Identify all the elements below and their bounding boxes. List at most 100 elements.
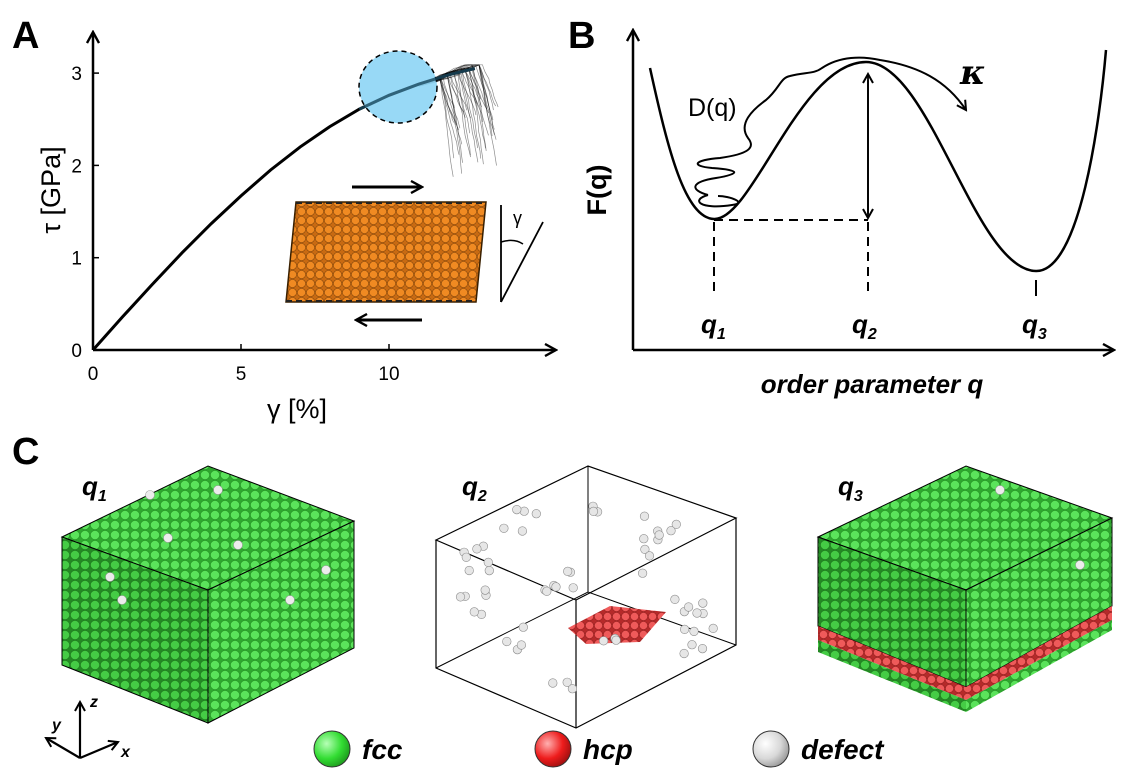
c-axis-y bbox=[46, 738, 81, 759]
a-failure-region-highlight bbox=[358, 50, 438, 124]
a-curve-through-highlight bbox=[358, 67, 476, 111]
legend-defect-swatch bbox=[752, 730, 790, 768]
c-q3-hcp-layer-side bbox=[966, 606, 1112, 700]
a-y-tick-label: 3 bbox=[71, 64, 82, 85]
b-q3-label: q3 bbox=[1022, 309, 1047, 343]
q2-defect-atom bbox=[551, 582, 561, 592]
c-q3-bottom-fcc-front bbox=[818, 640, 966, 712]
a-y-tick-label: 0 bbox=[71, 341, 82, 362]
c-q3-label: q3 bbox=[838, 471, 863, 505]
q2-defect-atom bbox=[666, 526, 676, 536]
q2-defect-atom bbox=[483, 557, 493, 568]
q2-defect-atom bbox=[519, 506, 529, 516]
legend-fcc-swatch bbox=[313, 730, 351, 768]
q2-defect-atom bbox=[517, 526, 528, 536]
q2-defect-atom bbox=[461, 552, 471, 562]
panel-c-letter: C bbox=[12, 431, 39, 473]
legend-fcc-label: fcc bbox=[362, 734, 403, 765]
q2-defect-atom bbox=[588, 506, 599, 517]
a-x-tick-label: 10 bbox=[378, 364, 399, 385]
a-x-tick-label: 5 bbox=[236, 364, 247, 385]
a-y-tick-label: 1 bbox=[71, 249, 82, 270]
a-x-tick-label: 0 bbox=[88, 364, 99, 385]
q2-defect-atom bbox=[708, 623, 718, 634]
c-q3-bottom-fcc-side bbox=[966, 620, 1112, 712]
b-diffusion-label: D(q) bbox=[688, 94, 737, 122]
q2-defect-atom bbox=[542, 586, 552, 596]
b-rate-label: κ bbox=[959, 53, 985, 93]
q2-defect-atom bbox=[689, 626, 699, 637]
c-q2-top-outline bbox=[434, 465, 738, 601]
q2-defect-atom bbox=[683, 602, 694, 612]
q2-defect-atom bbox=[637, 568, 648, 578]
a-y-tick-label: 2 bbox=[71, 156, 82, 177]
q2-defect-atom bbox=[568, 583, 578, 593]
q2-defect-atom bbox=[548, 678, 558, 688]
q2-defect-atom bbox=[670, 594, 680, 605]
q2-defect-atom bbox=[531, 509, 541, 519]
q2-defect-atom bbox=[671, 519, 681, 530]
q2-defect-atom bbox=[567, 684, 578, 694]
q2-defect-atom bbox=[562, 677, 572, 687]
q2-defect-atom bbox=[639, 534, 649, 544]
q2-defect-atom bbox=[611, 635, 621, 645]
q2-defect-atom bbox=[472, 544, 482, 554]
q2-defect-atom bbox=[640, 544, 650, 555]
b-y-axis-label: F(q) bbox=[582, 165, 612, 216]
panel-a-letter: A bbox=[12, 15, 39, 57]
q2-defect-atom bbox=[518, 622, 528, 632]
a-y-axis-label: τ [GPa] bbox=[36, 146, 66, 233]
b-q2-label: q2 bbox=[852, 309, 877, 343]
q2-defect-atom bbox=[469, 607, 479, 617]
c-axis-x bbox=[79, 742, 118, 760]
c-q3-defect-atoms bbox=[995, 485, 1085, 570]
q2-defect-atom bbox=[697, 643, 708, 654]
a-ticks: 0 5 10 0 1 2 3 bbox=[71, 64, 399, 385]
q2-defect-atom bbox=[480, 585, 490, 595]
q2-defect-atom bbox=[679, 648, 689, 659]
b-trajectory-path bbox=[694, 56, 966, 196]
c-box-q2: q2 bbox=[434, 465, 738, 729]
legend-hcp-label: hcp bbox=[583, 734, 633, 765]
b-trajectory-well-loop bbox=[698, 194, 740, 208]
q2-defect-atom bbox=[644, 551, 655, 561]
c-axis-x-label: x bbox=[120, 744, 131, 761]
a-inset-sheared-crystal: γ bbox=[285, 187, 544, 320]
q2-defect-atom bbox=[698, 598, 708, 608]
c-box-q1: q1 bbox=[60, 465, 356, 724]
legend-hcp-swatch bbox=[534, 730, 572, 768]
c-q1-side-face bbox=[207, 520, 355, 724]
a-angle-arc bbox=[500, 239, 524, 245]
b-q1-label: q1 bbox=[701, 309, 726, 343]
c-q1-defect-atoms bbox=[105, 485, 331, 605]
c-q2-label: q2 bbox=[462, 471, 487, 505]
q2-defect-atom bbox=[654, 530, 664, 540]
c-q2-defect-atoms bbox=[455, 501, 718, 694]
c-axes-triad: z x y bbox=[46, 694, 131, 761]
q2-defect-atom bbox=[455, 592, 466, 602]
c-q2-hcp-nucleus bbox=[568, 606, 666, 644]
c-box-q3: q3 bbox=[816, 465, 1114, 712]
q2-defect-atom bbox=[484, 565, 494, 576]
q2-defect-atom bbox=[502, 636, 512, 647]
c-q1-label: q1 bbox=[82, 471, 107, 505]
legend-defect-label: defect bbox=[801, 734, 885, 765]
q2-defect-atom bbox=[516, 640, 527, 650]
panel-b-letter: B bbox=[568, 15, 595, 57]
q2-defect-atom bbox=[598, 636, 609, 646]
q2-defect-atom bbox=[563, 566, 573, 577]
q2-defect-atom bbox=[687, 640, 697, 650]
q2-defect-atom bbox=[692, 608, 702, 618]
b-x-axis-label: order parameter q bbox=[761, 369, 984, 399]
panel-a: A 0 5 10 0 1 2 3 τ [GPa] γ [%] γ bbox=[12, 15, 556, 424]
a-x-axis-label: γ [%] bbox=[267, 394, 327, 424]
q2-defect-atom bbox=[464, 565, 474, 576]
q2-defect-atom bbox=[499, 523, 509, 533]
a-angle-label: γ bbox=[513, 208, 522, 228]
b-free-energy-curve bbox=[648, 49, 1108, 273]
q2-defect-atom bbox=[639, 511, 650, 521]
c-axis-z-label: z bbox=[89, 694, 98, 711]
q2-defect-atom bbox=[512, 505, 522, 515]
c-legend: fcc hcp defect bbox=[313, 730, 885, 768]
